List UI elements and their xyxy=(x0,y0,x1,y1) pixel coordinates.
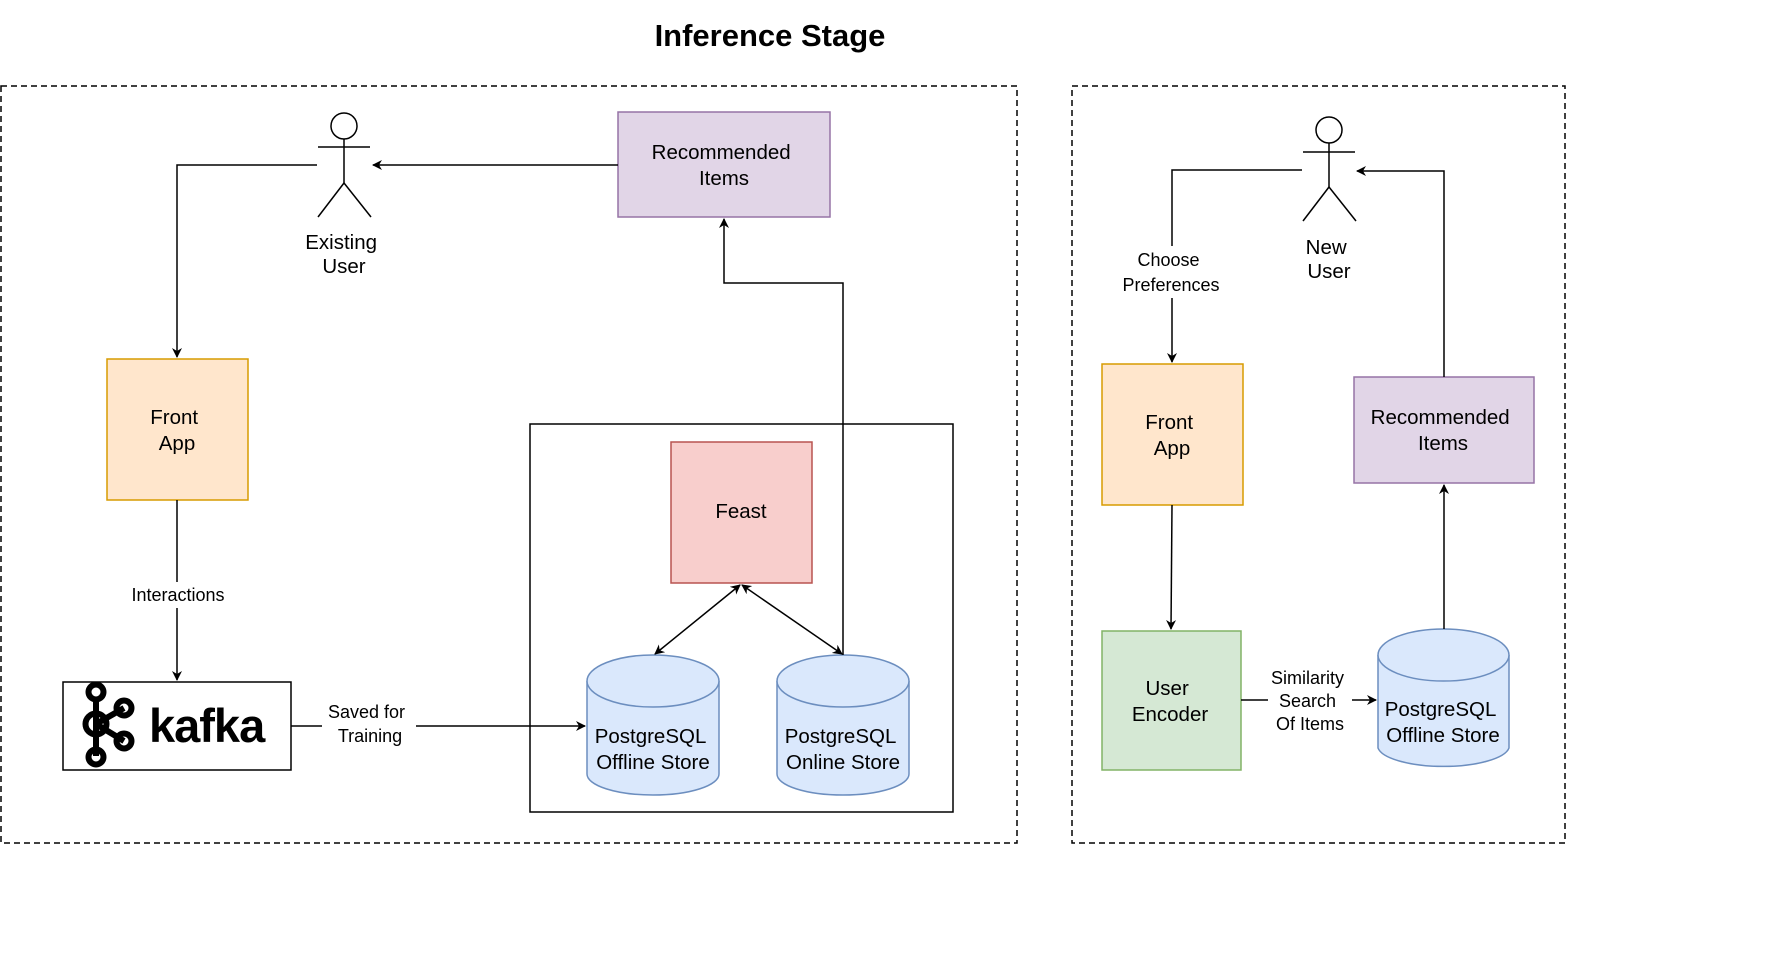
existing-user-group xyxy=(0,85,1018,844)
user-encoder-box xyxy=(1101,630,1242,771)
edge-front-app-to-encoder xyxy=(1166,504,1177,630)
feast-label: Feast xyxy=(715,500,767,523)
interactions-label-bg xyxy=(124,582,232,608)
edge-recommended-to-new-user xyxy=(1356,166,1445,377)
online-store-label: PostgreSQL Online Store xyxy=(785,725,902,774)
front-app-box-left xyxy=(106,358,249,501)
recommended-items-label-right: Recommended Items xyxy=(1371,406,1516,455)
existing-user-actor xyxy=(317,112,372,218)
new-user-group xyxy=(1071,85,1566,844)
new-user-label: New User xyxy=(1306,236,1353,283)
recommended-items-box-right xyxy=(1353,376,1535,484)
edge-label-choose-preferences: Choose Preferences xyxy=(1122,250,1219,295)
new-user-actor xyxy=(1302,116,1357,222)
edge-feast-online-store xyxy=(741,584,843,655)
existing-user-label: Existing User xyxy=(305,231,382,278)
kafka-wordmark: kafka xyxy=(149,699,266,752)
offline-store-label-right: PostgreSQL Offline Store xyxy=(1385,698,1502,747)
recommended-items-label-left: Recommended Items xyxy=(652,141,797,190)
saved-label-bg xyxy=(322,700,416,750)
edge-user-to-front-app xyxy=(172,164,317,358)
similarity-label-bg xyxy=(1268,666,1352,736)
feast-box xyxy=(670,441,813,584)
edge-label-interactions: Interactions xyxy=(131,585,224,605)
feature-store-container xyxy=(529,423,954,813)
front-app-label-right: Front App xyxy=(1145,411,1199,460)
diagram-title: Inference Stage xyxy=(655,18,886,53)
online-store-cylinder xyxy=(776,654,910,796)
offline-store-cylinder-left xyxy=(586,654,720,796)
offline-store-label-left: PostgreSQL Offline Store xyxy=(595,725,712,774)
edge-feast-offline-store xyxy=(654,584,741,655)
choose-label-bg xyxy=(1114,246,1228,298)
edge-online-store-to-recommended xyxy=(719,218,844,655)
kafka-box: kafka xyxy=(62,681,292,771)
recommended-items-box-left xyxy=(617,111,831,218)
edge-label-saved-for-training: Saved for Training xyxy=(328,702,410,746)
front-app-label-left: Front App xyxy=(150,406,204,455)
front-app-box-right xyxy=(1101,363,1244,506)
edge-label-similarity-search: Similarity Search Of Items xyxy=(1271,668,1349,734)
kafka-logo-icon xyxy=(82,681,135,768)
user-encoder-label: User Encoder xyxy=(1132,677,1209,726)
offline-store-cylinder-right xyxy=(1377,628,1510,768)
